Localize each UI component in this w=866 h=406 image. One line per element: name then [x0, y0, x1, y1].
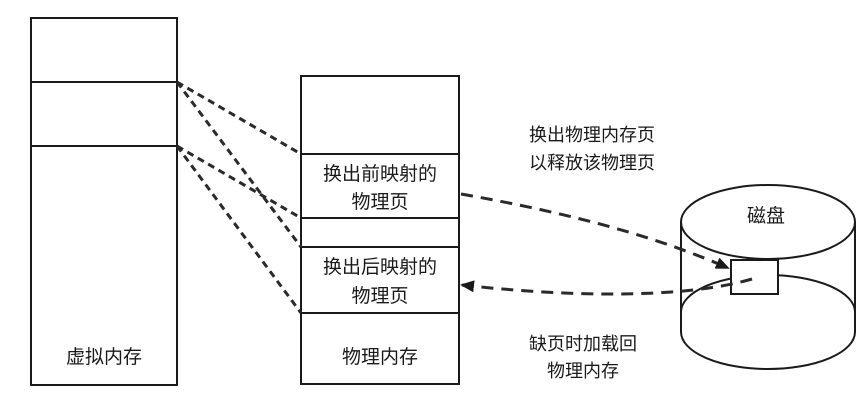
page-mapping-lines	[175, 80, 303, 314]
page-after-swap-label-line2: 物理页	[351, 285, 408, 307]
page-fault-annotation-line2: 物理内存	[547, 361, 619, 382]
virtual-memory-column: 虚拟内存	[30, 17, 178, 386]
disk-label: 磁盘	[747, 205, 785, 227]
mapping-line-bottom-to-before	[176, 144, 302, 220]
page-after-swap-label-line1: 换出后映射的	[323, 256, 437, 278]
page-fault-arrow	[460, 277, 753, 296]
physical-memory-column: 换出前映射的 物理页 换出后映射的 物理页 物理内存	[300, 75, 460, 385]
mapping-line-top-to-before	[176, 80, 302, 156]
mapping-line-bottom-to-after	[175, 145, 303, 314]
disk-swapped-page	[730, 259, 779, 295]
mapping-line-top-to-after	[175, 81, 303, 248]
virtual-memory-label: 虚拟内存	[66, 346, 142, 368]
swap-out-annotation-line2: 以释放该物理页	[529, 153, 655, 174]
virtual-memory-box	[30, 17, 178, 386]
physical-memory-label: 物理内存	[342, 346, 418, 368]
page-before-swap-label-line2: 物理页	[351, 191, 408, 213]
swap-out-annotation-line1: 换出物理内存页	[529, 125, 655, 146]
disk-cylinder: 磁盘	[680, 184, 856, 370]
page-fault-annotation-line1: 缺页时加载回	[529, 334, 637, 355]
swap-out-arrow	[460, 192, 730, 270]
physical-memory-box	[300, 75, 460, 385]
page-before-swap-label-line1: 换出前映射的	[323, 163, 437, 185]
